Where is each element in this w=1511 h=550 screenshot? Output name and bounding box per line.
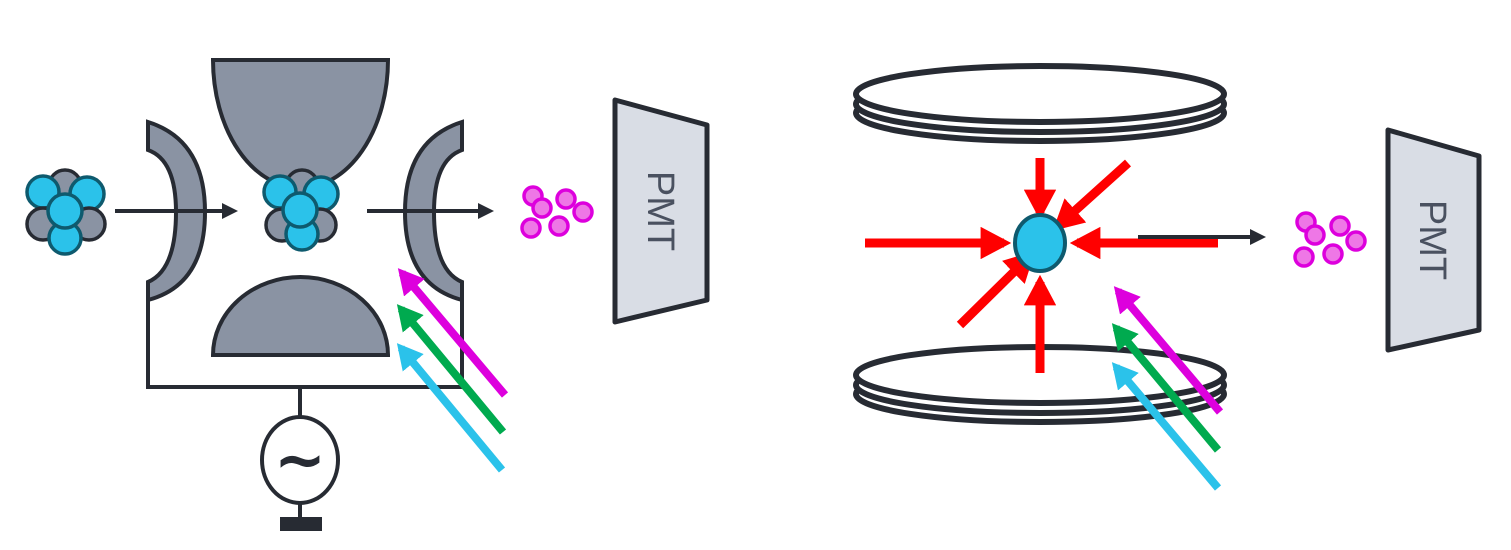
rf-source-symbol: ~ [274, 423, 326, 496]
pmt-detector: PMT [1385, 127, 1482, 353]
paul-trap-panel: ~ [25, 58, 710, 531]
laser-beam-cyan [1111, 362, 1222, 491]
ground-icon [280, 517, 322, 531]
photons [1293, 211, 1367, 268]
pmt-detector: PMT [612, 97, 710, 325]
laser-beam-magenta [1113, 286, 1224, 415]
top-coil [853, 63, 1227, 144]
laser-beam-magenta [397, 268, 509, 398]
trapped-atom [1013, 213, 1067, 273]
ion-cluster-incoming [25, 168, 107, 256]
laser-beam-green [1111, 323, 1222, 453]
mot-panel: PMT [853, 63, 1482, 491]
laser-beam-cyan [396, 343, 506, 473]
bottom-electrode [210, 275, 391, 357]
cooling-beams [865, 158, 1218, 373]
laser-beam-green [396, 304, 507, 435]
rf-source-icon [260, 415, 340, 505]
pmt-label: PMT [639, 171, 681, 251]
photons [520, 185, 594, 239]
pmt-label: PMT [1411, 200, 1453, 280]
ion-cluster-trapped [262, 168, 340, 252]
